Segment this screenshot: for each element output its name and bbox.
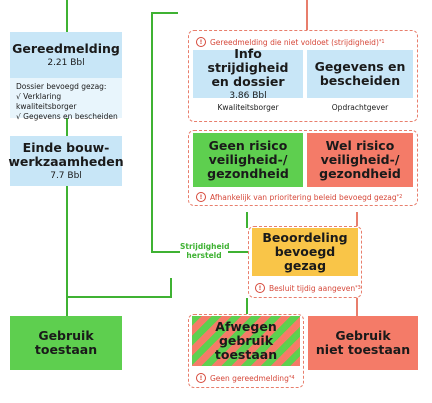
- alert-icon: !: [255, 283, 265, 293]
- info-strijdigheid-box[interactable]: Info strijdigheid en dossier 3.86 Bbl: [193, 46, 303, 101]
- afwegen-title: Afwegen gebruik toestaan: [214, 319, 278, 362]
- footnote-mark: *1: [378, 39, 385, 45]
- footnote-mark: *2: [396, 194, 403, 200]
- green-branch-top: [151, 12, 178, 14]
- info-title: Info strijdigheid en dossier: [207, 46, 289, 89]
- geen-risico-box[interactable]: Geen risico veiligheid-/ gezondheid: [193, 133, 303, 187]
- strijdigheid-hersteld-label: Strijdigheid hersteld: [180, 242, 230, 260]
- left-line-einde-gebruik: [66, 186, 68, 316]
- geen-gereedmelding-note: ! Geen gereedmelding*4: [196, 373, 295, 383]
- niet-toestaan-title: Gebruik niet toestaan: [315, 328, 411, 357]
- gegevens-bescheiden-box[interactable]: Gegevens en bescheiden: [307, 50, 413, 98]
- wel-risico-box[interactable]: Wel risico veiligheid-/ gezondheid: [307, 133, 413, 187]
- einde-value: 7.7 Bbl: [50, 171, 82, 181]
- beoordeling-title: Beoordeling bevoegd gezag: [262, 230, 348, 273]
- besluit-note: ! Besluit tijdig aangeven*3: [255, 283, 361, 293]
- return-line-vertical: [170, 278, 172, 298]
- einde-title: Einde bouw- werkzaamheden: [8, 140, 124, 169]
- dossier-list: Dossier bevoegd gezag: √ Verklaring kwal…: [16, 82, 120, 122]
- gebruik-toestaan-box[interactable]: Gebruik toestaan: [10, 316, 122, 370]
- gereedmelding-value: 2.21 Bbl: [47, 58, 85, 68]
- afwegen-gebruik-box[interactable]: Afwegen gebruik toestaan: [192, 316, 300, 366]
- gebruik-toestaan-title: Gebruik toestaan: [34, 328, 98, 357]
- left-main-line-top: [66, 0, 68, 32]
- gereedmelding-title: Gereedmelding: [12, 41, 120, 56]
- prioritering-note-text: Afhankelijk van prioritering beleid bevo…: [210, 192, 397, 202]
- right-main-line-top: [306, 0, 308, 30]
- dossier-heading: Dossier bevoegd gezag:: [16, 82, 107, 91]
- gereedmelding-box[interactable]: Gereedmelding 2.21 Bbl: [10, 32, 122, 78]
- beoordeling-to-afwegen: [246, 298, 248, 316]
- geen-risico-title: Geen risico veiligheid-/ gezondheid: [207, 138, 289, 181]
- gereedmelding-panel: Gereedmelding 2.21 Bbl Dossier bevoegd g…: [10, 32, 122, 121]
- strijdigheid-note: ! Gereedmelding die niet voldoet (strijd…: [196, 37, 385, 47]
- opdrachtgever-label: Opdrachtgever: [331, 103, 389, 112]
- alert-icon: !: [196, 37, 206, 47]
- geen-gereedmelding-note-text: Geen gereedmelding: [210, 373, 289, 383]
- kwaliteitsborger-label: Kwaliteitsborger: [217, 103, 279, 112]
- green-branch-vertical: [151, 12, 153, 253]
- besluit-note-text: Besluit tijdig aangeven: [269, 283, 356, 293]
- gegevens-title: Gegevens en bescheiden: [314, 59, 406, 88]
- geen-to-beoordeling: [246, 212, 248, 228]
- prioritering-note: ! Afhankelijk van prioritering beleid be…: [196, 192, 402, 202]
- strijdigheid-note-text: Gereedmelding die niet voldoet (strijdig…: [210, 37, 379, 47]
- dossier-item: √ Verklaring kwaliteitsborger: [16, 92, 77, 111]
- alert-icon: !: [196, 373, 206, 383]
- info-value: 3.86 Bbl: [229, 91, 267, 101]
- return-line-horizontal: [66, 296, 172, 298]
- einde-bouwwerkzaamheden-box[interactable]: Einde bouw- werkzaamheden 7.7 Bbl: [8, 136, 124, 186]
- left-line-gereed-einde: [66, 118, 68, 136]
- footnote-mark: *3: [355, 285, 361, 291]
- footnote-mark: *4: [288, 375, 295, 381]
- wel-risico-title: Wel risico veiligheid-/ gezondheid: [319, 138, 401, 181]
- alert-icon: !: [196, 192, 206, 202]
- dossier-item: √ Gegevens en bescheiden: [16, 112, 118, 121]
- beoordeling-box[interactable]: Beoordeling bevoegd gezag: [252, 228, 358, 276]
- gebruik-niet-toestaan-box[interactable]: Gebruik niet toestaan: [308, 316, 418, 370]
